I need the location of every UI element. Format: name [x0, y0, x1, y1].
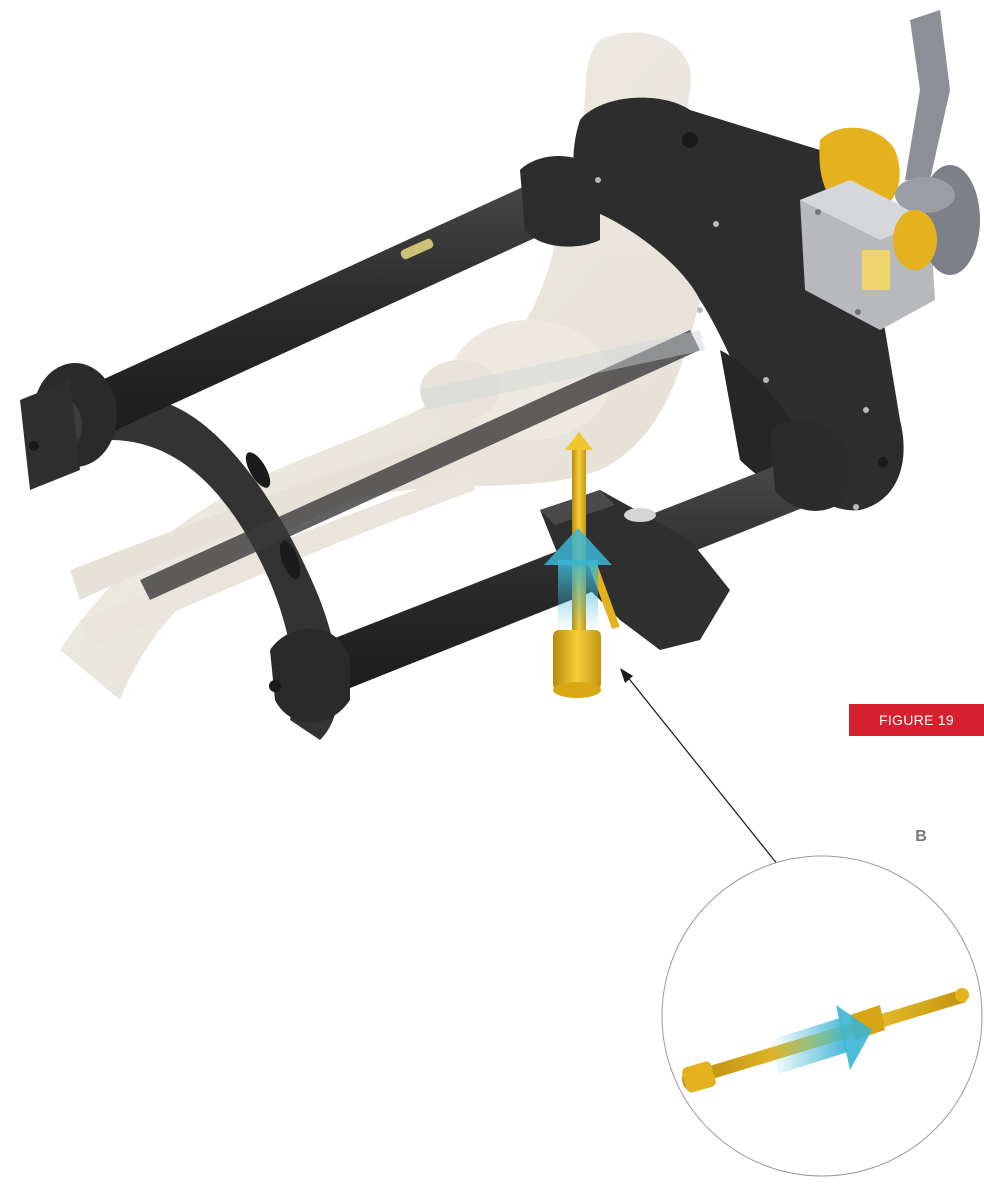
lower-rod-clamp: [269, 628, 350, 723]
leader-arrow-icon: [620, 668, 787, 876]
drill-guide-sleeve: [140, 330, 705, 600]
grey-handle: [893, 10, 980, 275]
lower-right-clamp: [770, 420, 850, 511]
detail-letter: B: [915, 828, 927, 845]
upper-rod: [80, 170, 585, 435]
upper-rod-clamp: [20, 363, 117, 490]
insertion-arrow-icon: [544, 528, 612, 630]
figure-label: FIGURE 19: [849, 704, 984, 736]
detail-callout-circle: [661, 855, 983, 1177]
